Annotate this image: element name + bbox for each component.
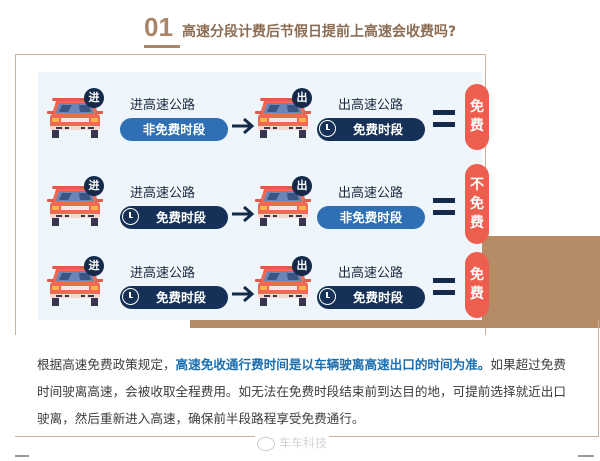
exit-period-pill: 非免费时段 bbox=[317, 206, 425, 229]
entry-road-label: 进高速公路 bbox=[130, 98, 196, 113]
section-header: 01 高速分段计费后节假日提前上高速会收费吗? bbox=[0, 10, 600, 50]
entry-period-pill-text: 免费时段 bbox=[155, 290, 206, 305]
exit-road-label: 出高速公路 bbox=[338, 186, 404, 201]
decorative-dash-right bbox=[578, 455, 594, 457]
exit-badge: 出 bbox=[292, 176, 312, 196]
number-underline bbox=[144, 45, 180, 48]
weibo-icon bbox=[257, 436, 275, 451]
exit-period-pill-text: 免费时段 bbox=[352, 290, 403, 305]
section-number: 01 bbox=[144, 12, 173, 42]
entry-road-label: 进高速公路 bbox=[130, 266, 196, 281]
car-front-icon: 出 bbox=[254, 256, 312, 308]
entry-period-pill-text: 非免费时段 bbox=[142, 122, 206, 137]
exit-road-label: 出高速公路 bbox=[338, 98, 404, 113]
result-char: 费 bbox=[470, 286, 484, 302]
result-char: 免 bbox=[470, 267, 484, 283]
exit-badge: 出 bbox=[292, 88, 312, 108]
arrow-right-icon bbox=[230, 204, 256, 224]
result-char: 费 bbox=[470, 118, 484, 134]
rule-row: 进进高速公路非免费时段 出出高速公路免费时段 免费 bbox=[38, 80, 489, 158]
rule-row: 进进高速公路免费时段 出出高速公路非免费时段 不免费 bbox=[38, 164, 489, 246]
car-front-icon: 出 bbox=[254, 88, 312, 140]
clock-icon bbox=[122, 288, 139, 305]
decorative-dash-left bbox=[15, 455, 29, 457]
entry-badge: 进 bbox=[84, 88, 104, 108]
arrow-right-icon bbox=[230, 284, 256, 304]
result-char: 不 bbox=[470, 176, 484, 193]
entry-badge: 进 bbox=[84, 256, 104, 276]
arrow-right-icon bbox=[230, 116, 256, 136]
result-char: 费 bbox=[470, 214, 484, 231]
result-badge: 免费 bbox=[465, 252, 489, 318]
equals-sign bbox=[433, 110, 455, 128]
entry-period-pill: 免费时段 bbox=[120, 286, 228, 309]
equals-sign bbox=[433, 278, 455, 296]
result-badge: 不免费 bbox=[465, 164, 489, 244]
explanation-paragraph: 根据高速免费政策规定，高速免收通行费时间是以车辆驶离高速出口的时间为准。如果超过… bbox=[37, 351, 577, 432]
watermark-text: 车车科技 bbox=[279, 436, 328, 450]
rule-row: 进进高速公路免费时段 出出高速公路免费时段 免费 bbox=[38, 248, 489, 326]
clock-icon bbox=[319, 120, 336, 137]
exit-road-label: 出高速公路 bbox=[338, 266, 404, 281]
exit-period-pill-text: 非免费时段 bbox=[339, 210, 403, 225]
equals-sign bbox=[433, 198, 455, 216]
entry-road-label: 进高速公路 bbox=[130, 186, 196, 201]
result-char: 免 bbox=[470, 195, 484, 212]
exit-badge: 出 bbox=[292, 256, 312, 276]
paragraph-highlight: 高速免收通行费时间是以车辆驶离高速出口的时间为准。 bbox=[175, 357, 491, 372]
entry-period-pill: 非免费时段 bbox=[120, 118, 228, 141]
watermark: 车车科技 bbox=[255, 434, 330, 451]
entry-badge: 进 bbox=[84, 176, 104, 196]
entry-period-pill: 免费时段 bbox=[120, 206, 228, 229]
section-title: 高速分段计费后节假日提前上高速会收费吗? bbox=[182, 24, 457, 40]
exit-period-pill: 免费时段 bbox=[317, 286, 425, 309]
car-front-icon: 进 bbox=[46, 176, 104, 228]
result-badge: 免费 bbox=[465, 84, 489, 150]
entry-period-pill-text: 免费时段 bbox=[155, 210, 206, 225]
clock-icon bbox=[319, 288, 336, 305]
infographic-panel: 进进高速公路非免费时段 出出高速公路免费时段免费 bbox=[38, 72, 489, 320]
clock-icon bbox=[122, 208, 139, 225]
exit-period-pill: 免费时段 bbox=[317, 118, 425, 141]
exit-period-pill-text: 免费时段 bbox=[352, 122, 403, 137]
car-front-icon: 出 bbox=[254, 176, 312, 228]
paragraph-text-continued: 如果超过免费时间驶离高速，会被收取全程费用。如无法在免费时段结束前到达目的地，可… bbox=[37, 357, 566, 426]
car-front-icon: 进 bbox=[46, 88, 104, 140]
paragraph-text: 根据高速免费政策规定， bbox=[37, 357, 176, 372]
car-front-icon: 进 bbox=[46, 256, 104, 308]
result-char: 免 bbox=[470, 99, 484, 115]
